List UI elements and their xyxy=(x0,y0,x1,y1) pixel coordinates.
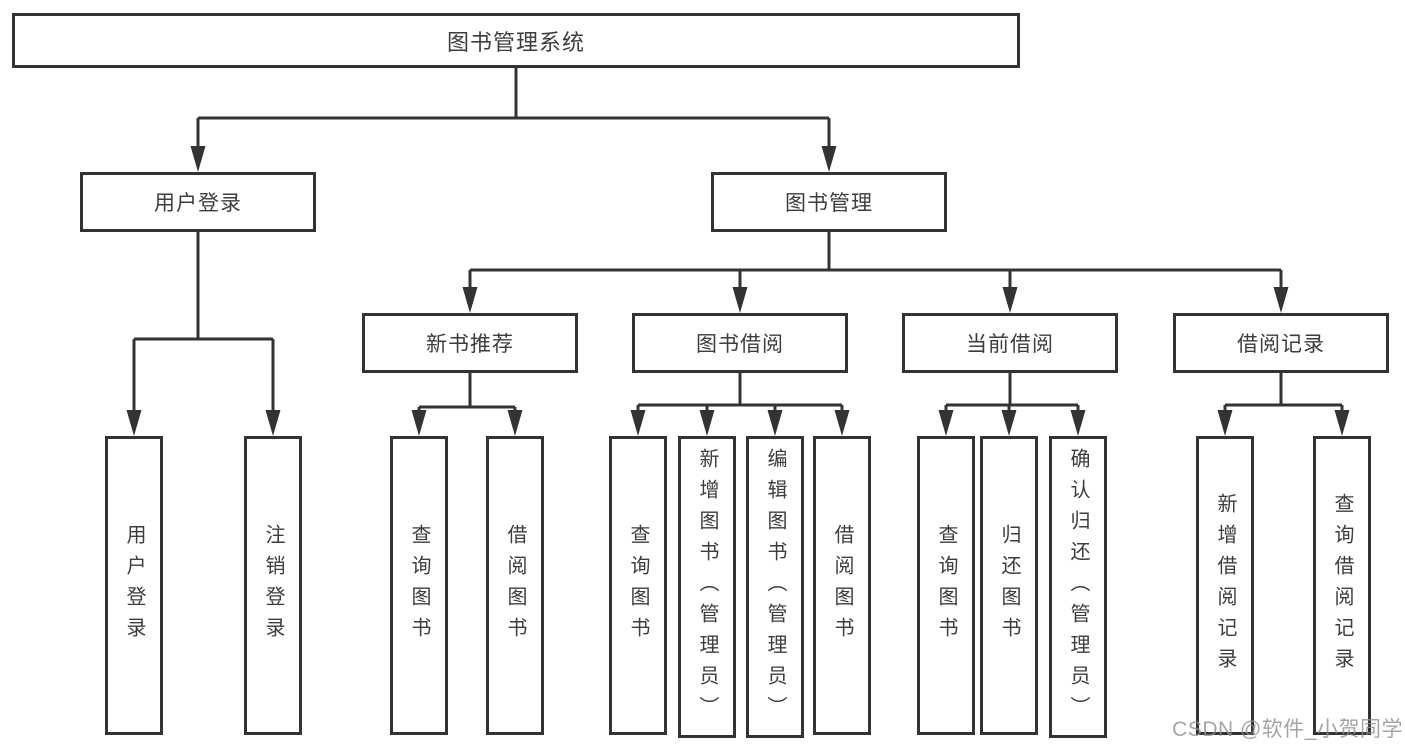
node-leaf-edit-books-admin: 编辑图书（管理员） xyxy=(746,436,804,738)
node-book-borrowing: 图书借阅 xyxy=(632,313,848,373)
node-leaf-query-books-1: 查询图书 xyxy=(390,436,448,735)
arrowheads xyxy=(126,146,1350,436)
node-label: 注销登录 xyxy=(262,523,284,648)
node-label: 归还图书 xyxy=(998,523,1020,648)
node-leaf-user-login: 用户登录 xyxy=(105,436,163,735)
node-leaf-borrow-books-1: 借阅图书 xyxy=(486,436,544,735)
node-leaf-borrow-books-2: 借阅图书 xyxy=(813,436,871,735)
node-leaf-confirm-return-admin: 确认归还（管理员） xyxy=(1049,436,1107,738)
node-label: 查询图书 xyxy=(408,523,430,648)
node-leaf-query-borrow-record: 查询借阅记录 xyxy=(1313,436,1371,735)
node-label: 新书推荐 xyxy=(426,333,514,356)
node-new-book-recommend: 新书推荐 xyxy=(362,313,578,373)
node-label: 查询借阅记录 xyxy=(1331,492,1353,679)
node-label: 用户登录 xyxy=(123,523,145,648)
node-book-management: 图书管理 xyxy=(711,172,947,232)
node-current-borrowing: 当前借阅 xyxy=(902,313,1118,373)
watermark: CSDN @软件_小贺同学 xyxy=(1172,718,1403,741)
node-label: 新增图书（管理员） xyxy=(696,447,718,727)
node-label: 借阅图书 xyxy=(831,523,853,648)
node-label: 当前借阅 xyxy=(966,333,1054,356)
node-label: 借阅图书 xyxy=(504,523,526,648)
node-label: 图书管理 xyxy=(785,192,873,215)
node-label: 图书借阅 xyxy=(696,333,784,356)
node-leaf-add-books-admin: 新增图书（管理员） xyxy=(678,436,736,738)
node-leaf-query-books-3: 查询图书 xyxy=(917,436,975,735)
node-label: 新增借阅记录 xyxy=(1214,492,1236,679)
node-label: 编辑图书（管理员） xyxy=(764,447,786,727)
node-leaf-add-borrow-record: 新增借阅记录 xyxy=(1196,436,1254,735)
node-label: 图书管理系统 xyxy=(446,29,585,55)
node-label: 用户登录 xyxy=(154,192,242,215)
node-leaf-return-books: 归还图书 xyxy=(980,436,1038,735)
node-library-management-system: 图书管理系统 xyxy=(12,13,1020,68)
node-leaf-logout: 注销登录 xyxy=(244,436,302,735)
node-borrowing-records: 借阅记录 xyxy=(1173,313,1389,373)
node-label: 查询图书 xyxy=(627,523,649,648)
node-label: 查询图书 xyxy=(935,523,957,648)
node-label: 借阅记录 xyxy=(1237,333,1325,356)
node-leaf-query-books-2: 查询图书 xyxy=(609,436,667,735)
node-user-login: 用户登录 xyxy=(80,172,316,232)
node-label: 确认归还（管理员） xyxy=(1067,447,1089,727)
